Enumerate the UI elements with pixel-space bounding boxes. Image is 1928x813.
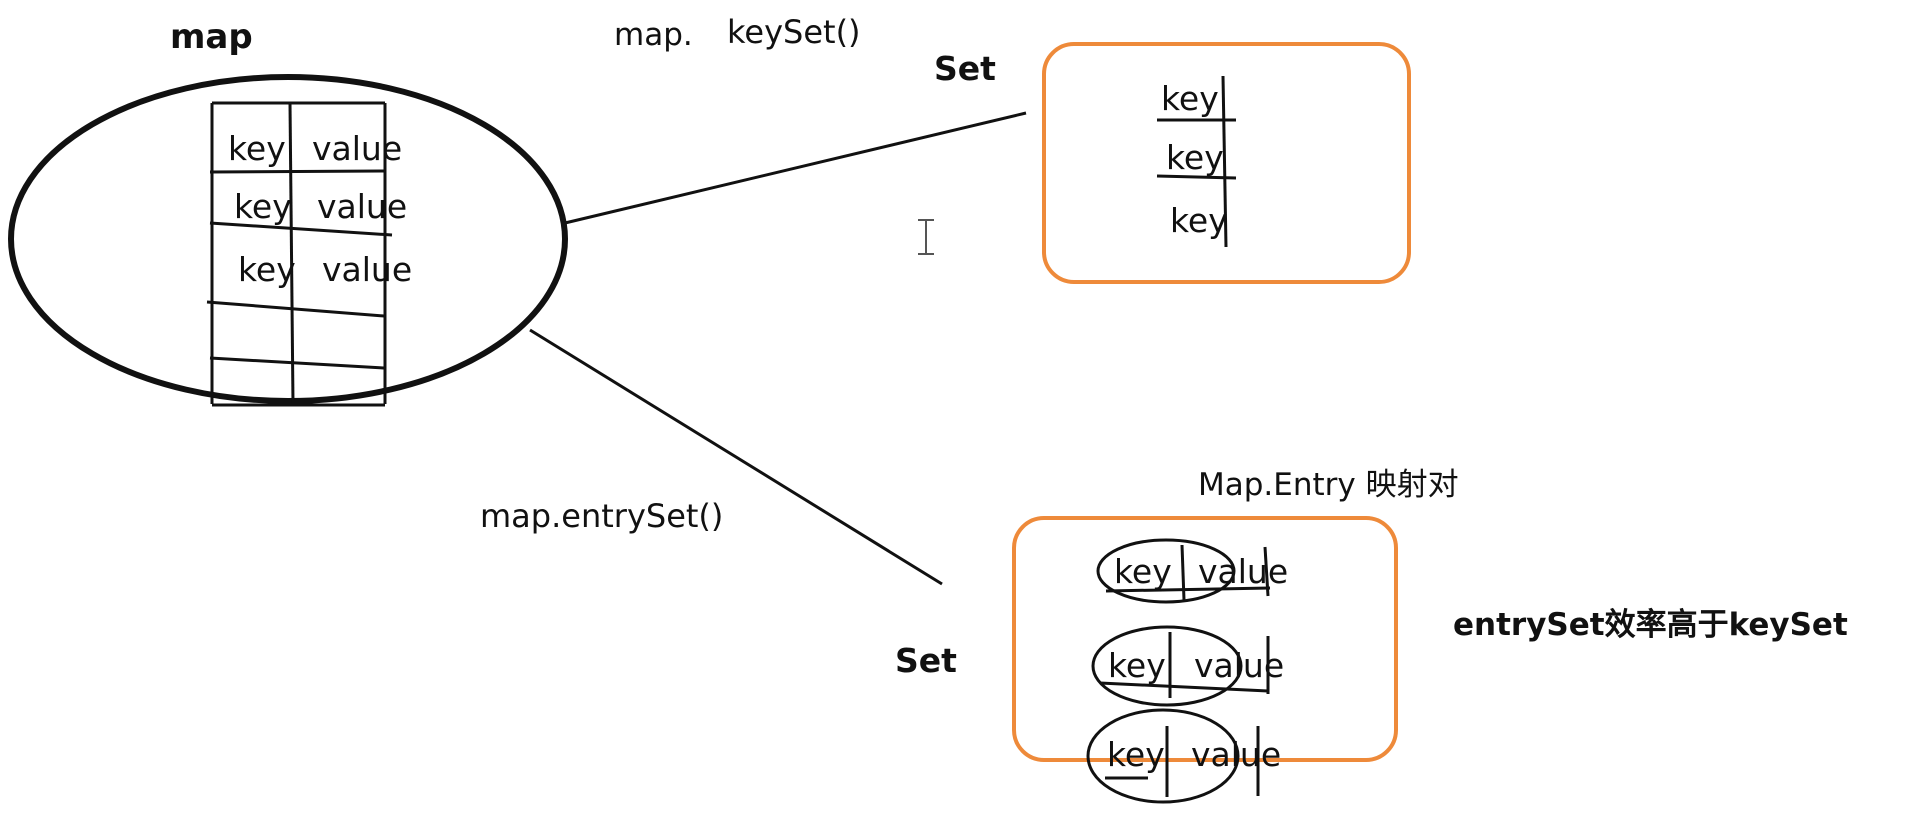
entry-1-value: value (1198, 552, 1289, 591)
connector-to-entryset (529, 328, 943, 586)
set-bottom-label: Set (895, 641, 957, 680)
keyset-item-3: key (1170, 201, 1228, 240)
map-row-1-key: key (228, 129, 286, 168)
entry-ovals (1086, 538, 1271, 804)
efficiency-note: entrySet效率高于keySet (1453, 607, 1848, 643)
keyset-item-2: key (1166, 138, 1224, 177)
map-entry-caption: Map.Entry 映射对 (1198, 467, 1459, 503)
set-top-label: Set (934, 49, 996, 88)
text-cursor-icon (918, 219, 934, 255)
keyset-call-prefix: map. (614, 17, 693, 53)
map-ellipse (8, 74, 568, 404)
map-title: map (170, 17, 253, 57)
map-row-3-key: key (238, 250, 296, 289)
connector-to-keyset (564, 111, 1027, 225)
map-table-grid (206, 101, 393, 407)
keyset-box-strokes (1156, 75, 1237, 248)
keyset-item-1: key (1161, 79, 1219, 118)
entry-2-key: key (1108, 646, 1166, 685)
keyset-box (1042, 42, 1411, 284)
entry-2-value: value (1194, 646, 1285, 685)
keyset-call-method: keySet() (727, 13, 861, 51)
entryset-call: map.entrySet() (480, 497, 724, 535)
map-row-3-value: value (322, 250, 413, 289)
map-row-1-value: value (312, 129, 403, 168)
entry-1-key: key (1114, 552, 1172, 591)
map-row-2-value: value (317, 187, 408, 226)
entry-3-value: value (1191, 735, 1282, 774)
map-row-2-key: key (234, 187, 292, 226)
entryset-box (1012, 516, 1398, 762)
entry-3-key: key (1107, 735, 1165, 774)
